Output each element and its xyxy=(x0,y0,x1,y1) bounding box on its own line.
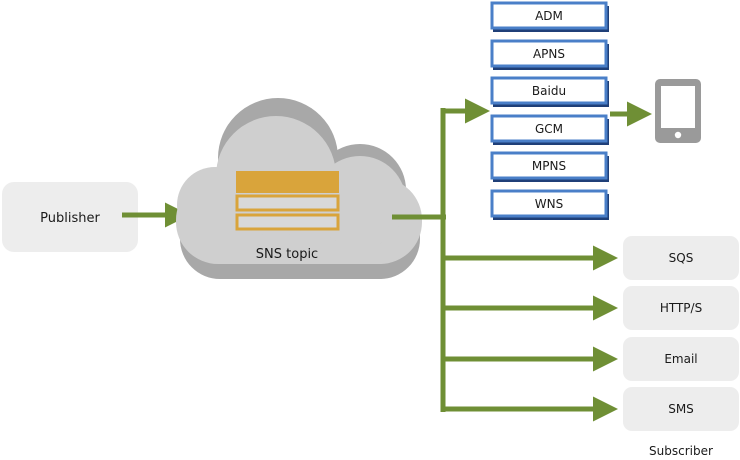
push-service-gcm: GCM xyxy=(490,114,609,145)
subscriber-sms: SMS xyxy=(623,387,739,431)
mobile-device-icon xyxy=(655,79,701,143)
publisher-node: Publisher xyxy=(2,182,138,252)
subscribers: SQS HTTP/S Email SMS xyxy=(623,236,739,431)
push-service-apns: APNS xyxy=(490,39,609,70)
sns-cloud: SNS topic xyxy=(176,98,422,279)
push-service-label: WNS xyxy=(535,197,563,211)
subscriber-caption: Subscriber xyxy=(649,444,713,458)
push-service-label: ADM xyxy=(535,9,563,23)
subscriber-https: HTTP/S xyxy=(623,286,739,330)
push-service-wns: WNS xyxy=(490,189,609,220)
push-service-label: Baidu xyxy=(532,84,566,98)
topic-label: SNS topic xyxy=(256,247,318,262)
subscriber-label: Email xyxy=(664,352,697,366)
subscriber-label: HTTP/S xyxy=(660,301,702,315)
cloud-body xyxy=(176,116,422,264)
fanout-connectors xyxy=(392,98,653,422)
subscriber-sqs: SQS xyxy=(623,236,739,280)
push-service-mpns: MPNS xyxy=(490,151,609,182)
subscriber-email: Email xyxy=(623,337,739,381)
push-services: ADM APNS Baidu GCM MPNS WNS xyxy=(490,1,609,220)
push-service-label: GCM xyxy=(535,122,563,136)
publisher-box xyxy=(2,182,138,252)
push-service-baidu: Baidu xyxy=(490,76,609,107)
publisher-label: Publisher xyxy=(40,211,100,226)
subscriber-label: SMS xyxy=(668,402,694,416)
push-service-adm: ADM xyxy=(490,1,609,32)
push-service-label: APNS xyxy=(533,47,565,61)
topic-icon xyxy=(235,171,340,231)
push-service-label: MPNS xyxy=(532,159,566,173)
subscriber-label: SQS xyxy=(669,251,694,265)
